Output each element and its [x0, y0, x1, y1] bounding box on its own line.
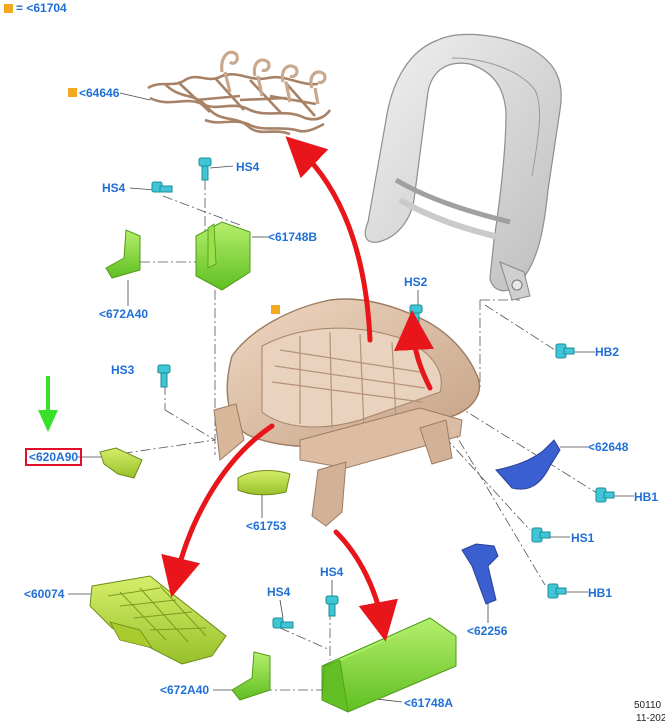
label-61753: <61753: [246, 519, 287, 533]
label-61748a: <61748A: [404, 696, 454, 710]
label-hs4-left: HS4: [102, 181, 126, 195]
cover-61748a: [321, 617, 457, 713]
bolt-hb1-a-icon: [595, 487, 615, 503]
red-arrow-hs2-icon: [394, 310, 434, 391]
bolt-hs4-top-icon: [198, 157, 212, 181]
label-61748b: <61748B: [268, 230, 318, 244]
footer-code: 50110: [634, 700, 662, 711]
bolt-hb1-b-icon: [547, 583, 567, 599]
marker-64646-icon: [68, 88, 77, 97]
label-hs4-b1: HS4: [267, 585, 291, 599]
bolt-hs1-icon: [531, 527, 551, 543]
footer-date: 11-202: [636, 713, 665, 724]
pad-61753: [237, 470, 291, 496]
marker-cushion-icon: [271, 305, 280, 314]
label-62256: <62256: [467, 624, 508, 638]
seat-back-frame: [364, 33, 562, 301]
bolt-hb2-icon: [555, 343, 575, 359]
label-hs2: HS2: [404, 275, 428, 289]
label-hs4-b2: HS4: [320, 565, 344, 579]
label-hs4-top: HS4: [236, 160, 260, 174]
trim-672a40-top: [105, 229, 141, 279]
label-hs3: HS3: [111, 363, 135, 377]
label-672a40-bottom: <672A40: [160, 683, 210, 697]
label-64646: <64646: [79, 86, 120, 100]
label-hb2: HB2: [595, 345, 620, 359]
green-arrow-icon: [38, 376, 58, 432]
label-62648: <62648: [588, 440, 629, 454]
bolt-hs4-left-icon: [151, 181, 173, 193]
label-hb1-b: HB1: [588, 586, 613, 600]
red-arrows: [161, 136, 434, 642]
red-arrow-left-icon: [161, 423, 275, 598]
label-hb1-a: HB1: [634, 490, 659, 504]
label-672a40-top: <672A40: [99, 307, 149, 321]
bolt-hs3-icon: [157, 364, 171, 388]
bracket-61748b: [195, 221, 251, 291]
red-arrow-right-icon: [333, 529, 398, 642]
label-60074: <60074: [24, 587, 65, 601]
legend-marker-icon: [4, 4, 13, 13]
legend-text: = <61704: [16, 1, 67, 15]
bolt-hs4-b1-icon: [272, 617, 294, 629]
spring-mat-part: [147, 73, 332, 136]
bracket-62648: [495, 439, 561, 490]
trim-672a40-bottom: [231, 651, 271, 701]
label-hs1: HS1: [571, 531, 595, 545]
red-arrow-up-icon: [285, 136, 373, 343]
bracket-62256: [461, 543, 499, 605]
cap-620a90: [99, 447, 143, 479]
label-620a90: <620A90: [25, 448, 83, 466]
tray-60074: [89, 575, 227, 665]
spring-mat-hooks: [220, 50, 327, 105]
bolt-hs4-b2-icon: [325, 595, 339, 617]
